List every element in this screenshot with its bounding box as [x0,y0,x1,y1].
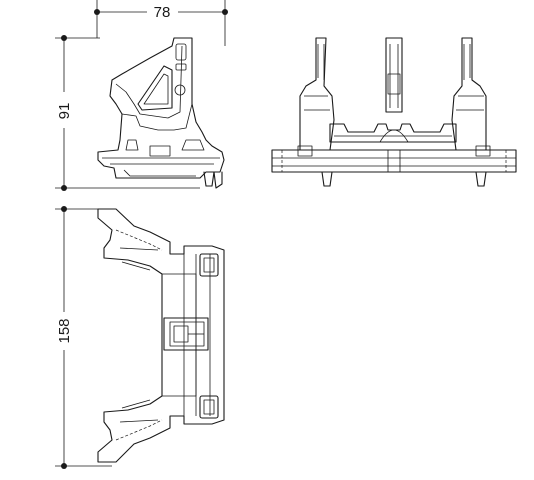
side-view [97,37,225,189]
dimension-depth-label: 158 [56,318,73,343]
dimension-width: 78 [94,0,228,46]
top-view [97,208,225,463]
dimension-height: 91 [55,35,200,191]
dimension-width-label: 78 [154,4,171,21]
dimension-height-label: 91 [56,103,73,120]
front-view [271,37,517,187]
dimension-depth: 158 [55,206,112,469]
